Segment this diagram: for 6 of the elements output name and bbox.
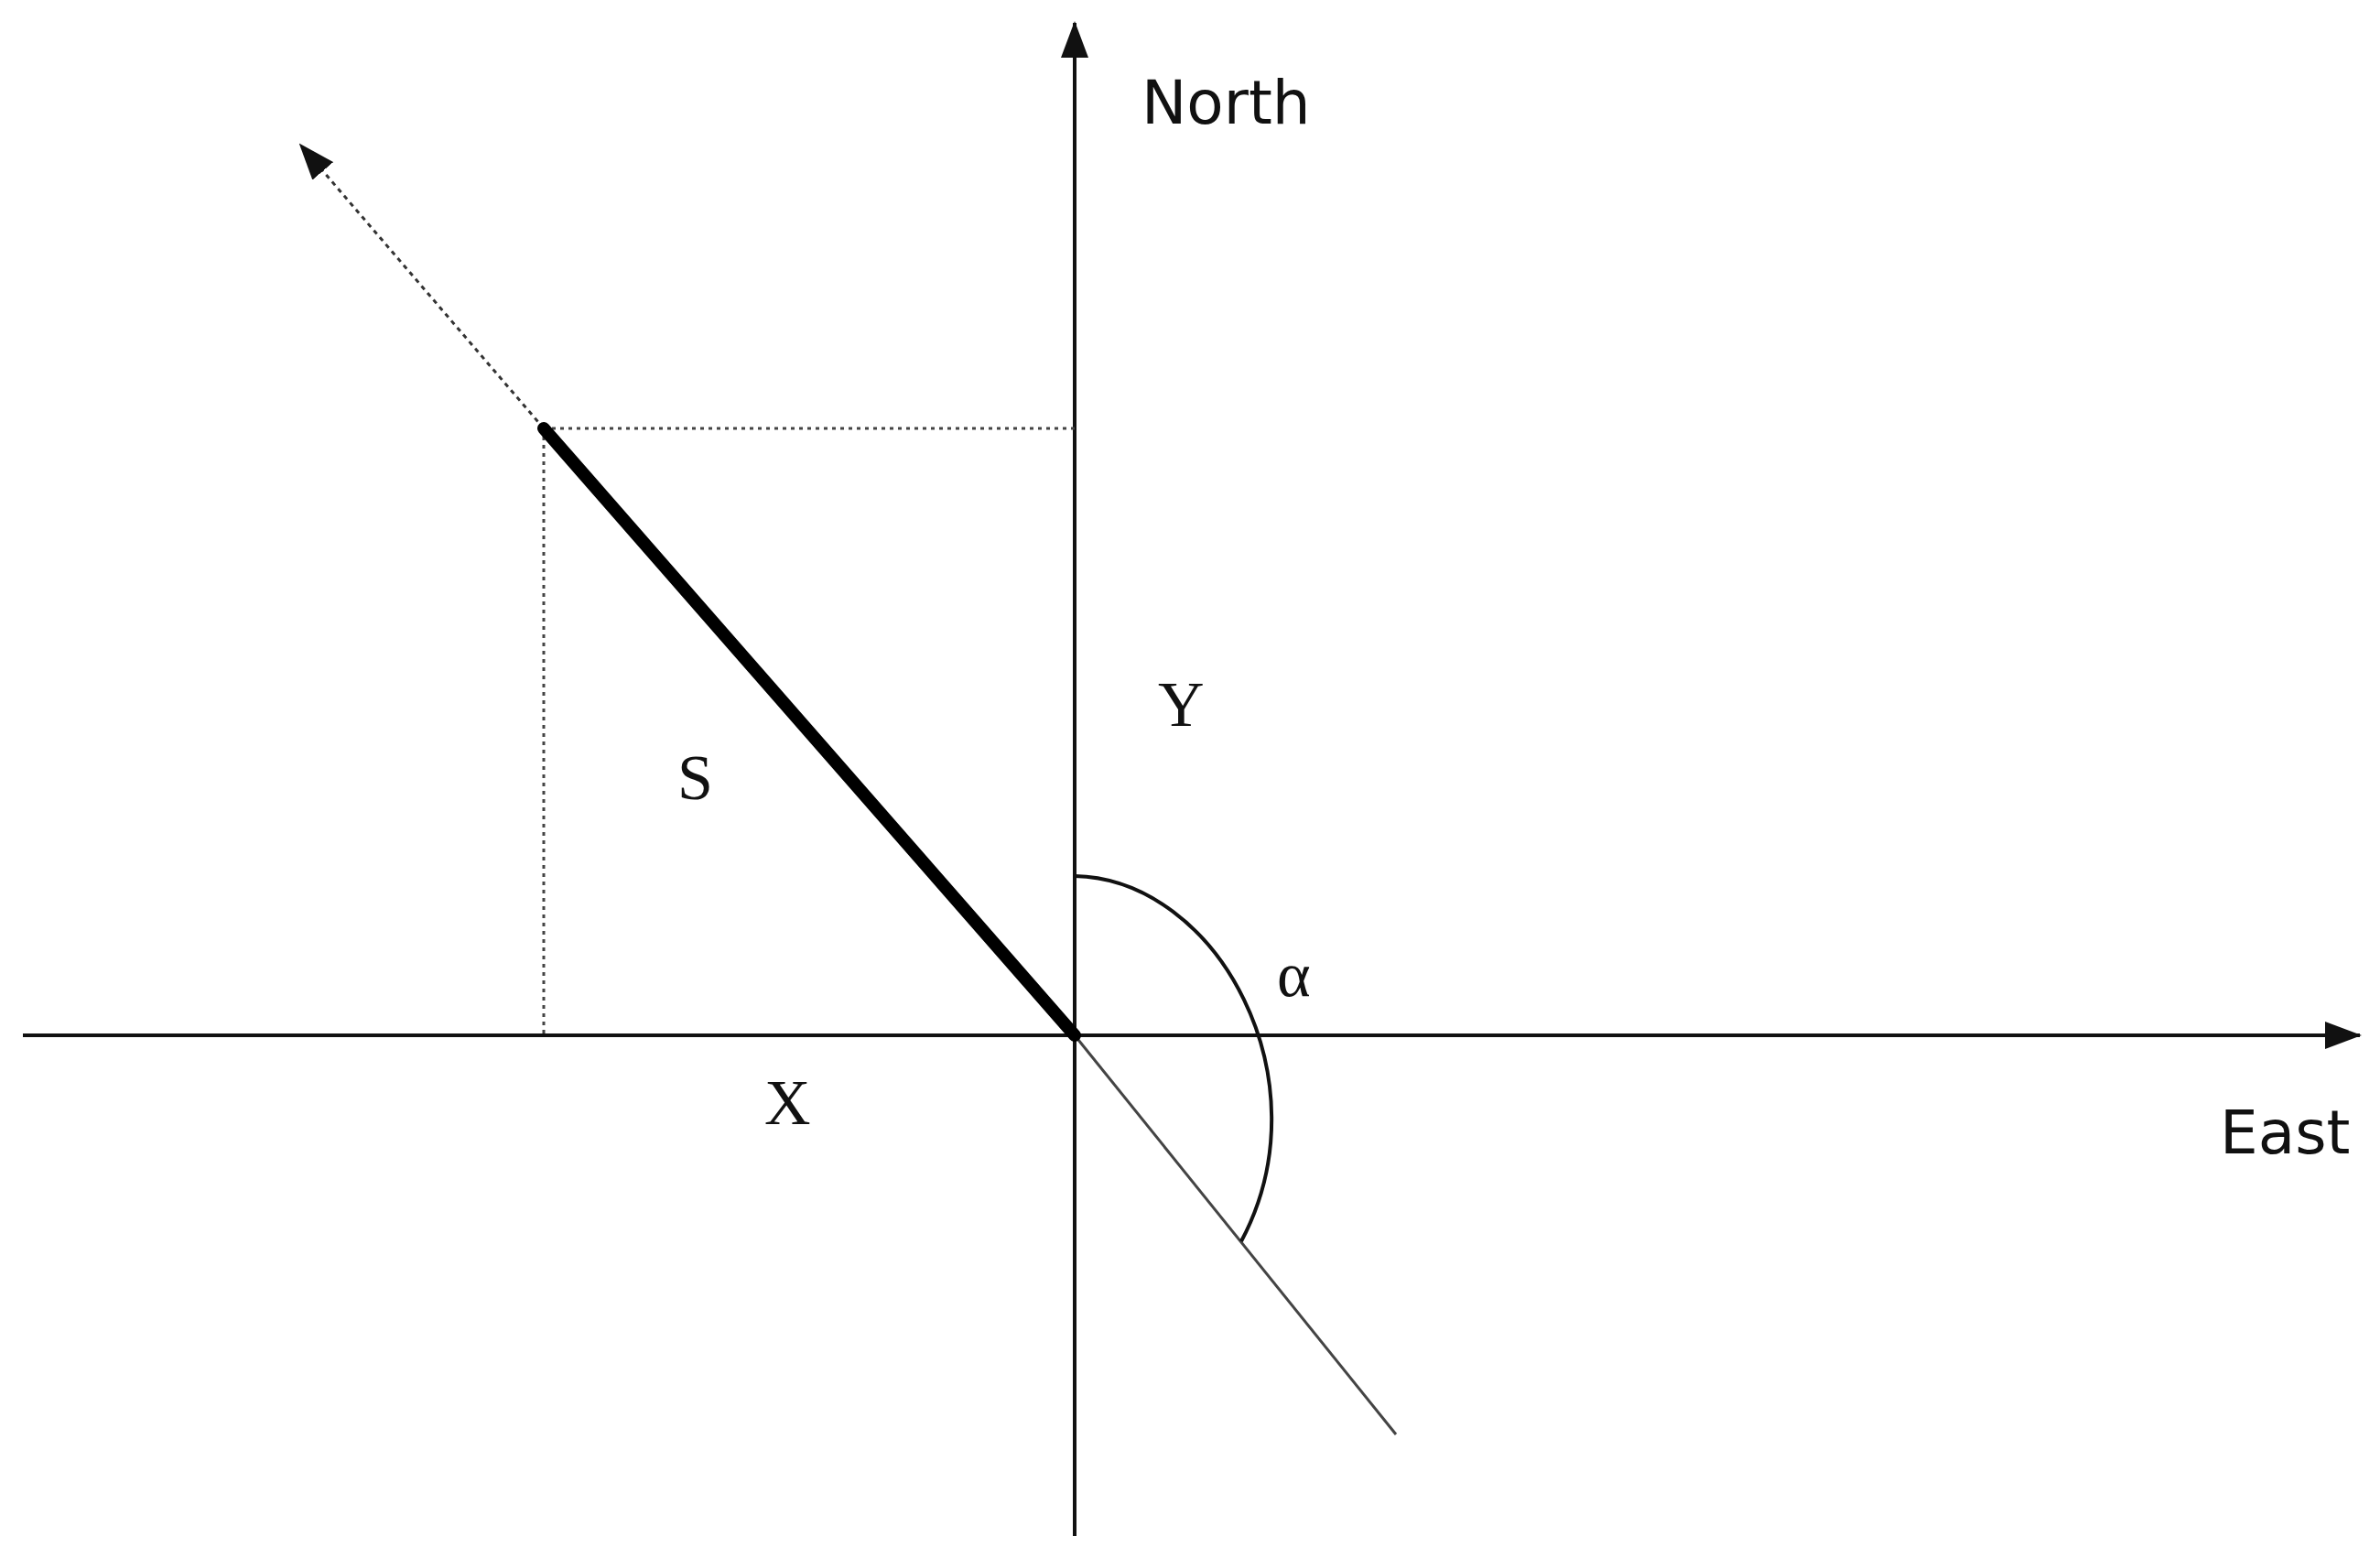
- vector-label: S: [677, 746, 713, 810]
- angle-label: α: [1277, 943, 1311, 1007]
- segment-label: Y: [1158, 673, 1205, 737]
- segment-label: X: [764, 1071, 811, 1135]
- axis-label: North: [1141, 73, 1311, 134]
- axis-label: East: [2220, 1103, 2351, 1163]
